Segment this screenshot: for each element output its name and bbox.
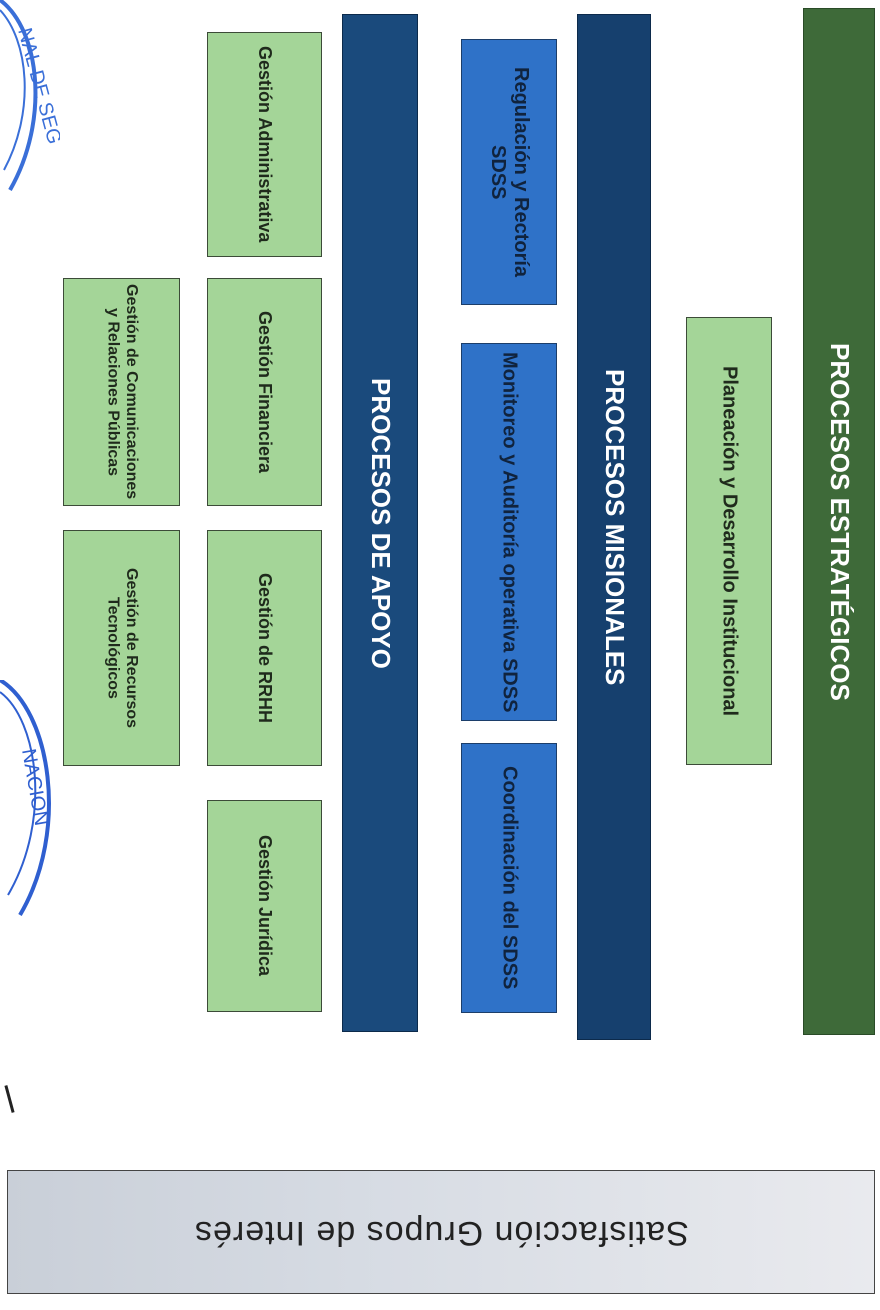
- regulacion-box: Regulación y Rectoría SDSS: [461, 39, 557, 305]
- seal-stamp-bottom: NACION: [0, 680, 52, 917]
- gestion-comunicaciones-box: Gestión de Comunicaciones y Relaciones P…: [63, 278, 180, 506]
- gestion-administrativa-box: Gestión Administrativa: [207, 32, 322, 257]
- gestion-administrativa-label: Gestión Administrativa: [254, 46, 275, 243]
- regulacion-label: Regulación y Rectoría SDSS: [487, 66, 532, 278]
- pen-mark: [4, 1085, 15, 1113]
- gestion-rrhh-label: Gestión de RRHH: [254, 572, 275, 723]
- procesos-apoyo-bar: PROCESOS DE APOYO: [342, 14, 418, 1032]
- gestion-juridica-label: Gestión Jurídica: [254, 835, 275, 977]
- coordinacion-label: Coordinación del SDSS: [498, 766, 521, 990]
- gestion-recursos-tecnologicos-box: Gestión de Recursos Tecnológicos: [63, 530, 180, 766]
- procesos-apoyo-title: PROCESOS DE APOYO: [365, 377, 396, 669]
- procesos-estrategicos-bar: PROCESOS ESTRATÉGICOS: [803, 8, 875, 1035]
- procesos-misionales-bar: PROCESOS MISIONALES: [577, 14, 651, 1040]
- satisfaccion-label: Satisfacción Grupos de Interés: [193, 1213, 689, 1252]
- monitoreo-label: Monitoreo y Auditoría operativa SDSS: [498, 351, 521, 713]
- gestion-comunicaciones-label: Gestión de Comunicaciones y Relaciones P…: [104, 284, 140, 500]
- planeacion-box: Planeación y Desarrollo Institucional: [686, 317, 772, 765]
- seal-stamp-top: NAL DE SEG: [0, 0, 60, 191]
- gestion-financiera-box: Gestión Financiera: [207, 278, 322, 506]
- coordinacion-box: Coordinación del SDSS: [461, 743, 557, 1013]
- procesos-misionales-title: PROCESOS MISIONALES: [599, 368, 630, 686]
- monitoreo-box: Monitoreo y Auditoría operativa SDSS: [461, 343, 557, 721]
- gestion-juridica-box: Gestión Jurídica: [207, 800, 322, 1012]
- procesos-estrategicos-title: PROCESOS ESTRATÉGICOS: [824, 342, 855, 701]
- gestion-recursos-tecnologicos-label: Gestión de Recursos Tecnológicos: [104, 567, 140, 729]
- planeacion-label: Planeación y Desarrollo Institucional: [718, 365, 741, 717]
- satisfaccion-box: Satisfacción Grupos de Interés: [7, 1170, 875, 1294]
- gestion-financiera-label: Gestión Financiera: [254, 310, 275, 474]
- gestion-rrhh-box: Gestión de RRHH: [207, 530, 322, 766]
